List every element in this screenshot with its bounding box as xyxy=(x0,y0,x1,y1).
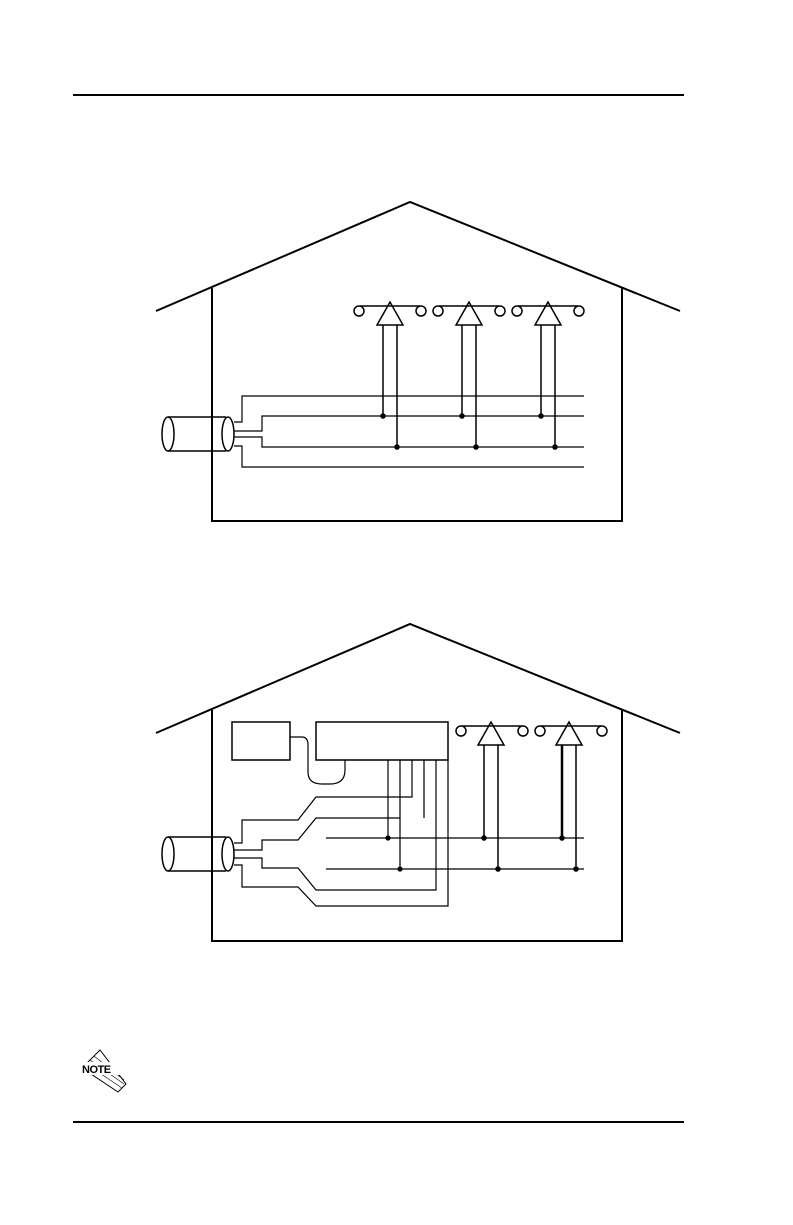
telephone-icon xyxy=(354,302,426,449)
figure-bottom xyxy=(156,624,680,941)
wiring xyxy=(234,760,584,906)
cable-cylinder xyxy=(162,417,234,451)
telephone-icon xyxy=(512,302,584,449)
telephone-icon xyxy=(433,302,505,449)
telephone-icon xyxy=(456,722,528,871)
wiring xyxy=(234,396,584,467)
note-icon: NOTE xyxy=(78,1048,130,1094)
house-roof xyxy=(156,624,680,733)
small-box xyxy=(232,722,290,760)
house-roof xyxy=(156,202,680,311)
cable-cylinder xyxy=(162,837,234,871)
note-label: NOTE xyxy=(82,1064,111,1076)
figure-top xyxy=(156,202,680,521)
large-box xyxy=(316,722,448,760)
telephone-icon xyxy=(535,722,607,871)
